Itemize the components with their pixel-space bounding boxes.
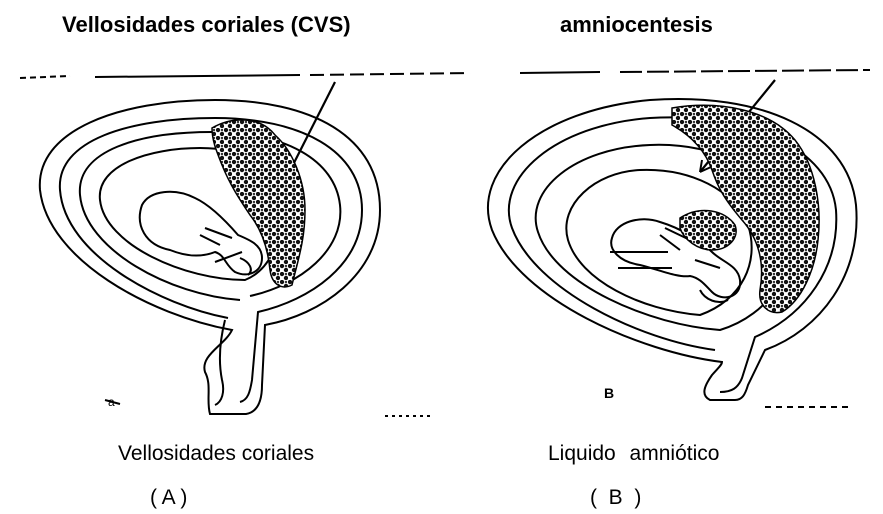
panel-a-caption: Vellosidades coriales (118, 442, 314, 466)
panel-b-mark: B (604, 385, 614, 401)
panel-b-placenta (672, 105, 819, 312)
panel-a-uterus (40, 82, 380, 414)
panel-b-caption: Liquido amniótico (548, 442, 719, 466)
panel-b-placenta-lobe (680, 211, 736, 250)
panel-b-label: ( B ) (590, 486, 641, 510)
panel-a-mark: a (108, 395, 115, 409)
panel-a-label: ( A ) (150, 486, 187, 510)
